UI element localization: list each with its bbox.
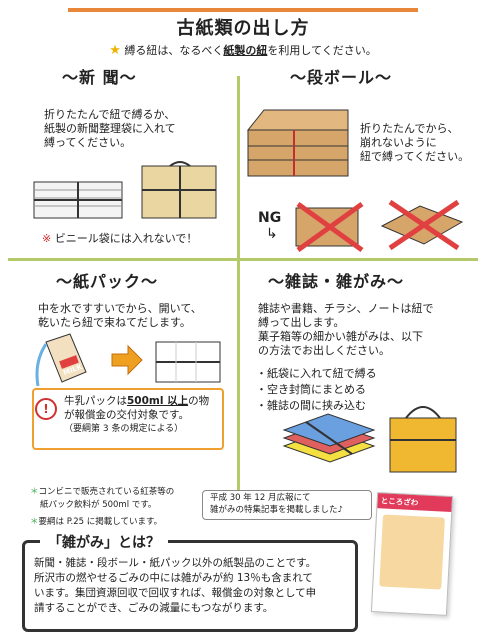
zatsugami-line: 新聞・雑誌・段ボール・紙パック以外の紙製品のことです。 [34, 557, 317, 569]
magazine-cover-image: ところざわ [370, 492, 454, 616]
carton-line: 中を水ですすいでから、開いて、 [38, 302, 202, 315]
page-title: 古紙類の出し方 [176, 18, 310, 39]
note-mark: ＊ [30, 487, 39, 497]
cardboard-line: 紐で縛ってください。 [360, 150, 470, 163]
loose-cardboard-icon [295, 201, 364, 252]
star-icon: ★ [109, 43, 121, 58]
paper-bag-icon [389, 406, 457, 473]
newspaper-text: 折りたたんで紐で縛るか、 紙製の新聞整理袋に入れて 縛ってください。 [44, 108, 234, 150]
exclamation-icon: ! [35, 398, 57, 420]
magazine-bullet: ・空き封筒にまとめる [256, 383, 366, 396]
magazine-cover-title: ところざわ [377, 493, 453, 512]
magazine-text: 雑誌や書籍、チラシ、ノートは紐で 縛って出します。 菓子箱等の細かい雑がみは、以… [258, 302, 480, 358]
carton-illustration [35, 333, 221, 387]
cardboard-stack-icon [246, 109, 349, 177]
cover-photo [379, 514, 445, 590]
paper-bag-bundle-icon [141, 161, 217, 219]
milk-carton-icon [35, 333, 87, 387]
cardboard-heading: ～段ボール～ [290, 68, 393, 87]
zatsugami-box [22, 540, 358, 632]
bubble-text: 平成 30 年 12 月広報にて 雑がみの特集記事を掲載しました♪ [210, 492, 370, 516]
magazine-bullet: ・紙袋に入れて紐で縛る [256, 367, 377, 380]
zatsugami-text: 新聞・雑誌・段ボール・紙パック以外の紙製品のことです。 所沢市の燃やせるごみの中… [34, 556, 352, 616]
carton-heading: ～紙パック～ [56, 272, 159, 291]
milk-notice-strong: 500ml 以上 [127, 395, 189, 407]
cardboard-line: 折りたたんでから、 [360, 122, 459, 135]
milk-notice-text: 牛乳パックは500ml 以上の物 が報償金の交付対象です。 （要綱第 3 条の規… [64, 394, 218, 436]
top-accent-bar [68, 8, 418, 12]
bubble-line: 平成 30 年 12 月広報にて [210, 493, 311, 503]
newspaper-note-text: ビニール袋には入れないで！ [54, 232, 198, 245]
carton-note-line: 紙パック飲料が 500ml です。 [40, 500, 157, 510]
magazine-line: 雑誌や書籍、チラシ、ノートは紐で [258, 302, 434, 315]
bubble-line: 雑がみの特集記事を掲載しました♪ [210, 505, 343, 515]
carton-note-2: ＊要綱は P.25 に掲載しています。 [30, 516, 162, 529]
subtitle-post: を利用してください。 [267, 44, 377, 57]
newspaper-bundle-icon [33, 181, 123, 219]
horizontal-divider [8, 258, 478, 261]
vertical-divider [237, 76, 240, 516]
loose-cardboard-icon [380, 199, 464, 251]
carton-note-1: ＊コンビニで販売されている紅茶等の 紙パック飲料が 500ml です。 [30, 486, 230, 512]
zatsugami-heading: 「雑がみ」とは？ [40, 532, 168, 552]
magazine-illustration [282, 406, 457, 473]
ng-arrow-icon: ↳ [266, 226, 278, 242]
zatsugami-line: 請することができ、ごみの減量にもつながります。 [34, 602, 274, 614]
newspaper-line: 紙製の新聞整理袋に入れて [44, 122, 176, 135]
zatsugami-line: います。集団資源回収で回収すれば、報償金の対象として申 [34, 587, 317, 599]
ng-label: NG [258, 210, 282, 226]
carton-bundle-icon [155, 341, 221, 383]
magazine-heading: ～雑誌・雑がみ～ [268, 272, 405, 291]
cardboard-line: 崩れないように [360, 136, 437, 149]
arrow-right-icon [111, 344, 143, 376]
subtitle: ★ 縛る紐は、なるべく紙製の紐を利用してください。 [0, 42, 486, 58]
magazine-line: 菓子箱等の細かい雑がみは、以下 [258, 330, 423, 343]
warning-mark: ※ [42, 232, 52, 245]
notice-bubble [202, 490, 372, 520]
newspaper-line: 折りたたんで紐で縛るか、 [44, 108, 176, 121]
note-mark: ＊ [30, 517, 39, 527]
cardboard-text: 折りたたんでから、 崩れないように 紐で縛ってください。 [360, 122, 480, 164]
magazine-stack-icon [282, 413, 376, 463]
carton-note-text: 要綱は P.25 に掲載しています。 [38, 517, 163, 527]
newspaper-illustration [33, 161, 217, 219]
carton-line: 乾いたら紐で束ねてだします。 [38, 316, 191, 329]
magazine-line: の方法でお出しください。 [258, 344, 390, 357]
magazine-bullet: ・雑誌の間に挟み込む [256, 399, 366, 412]
newspaper-heading: ～新 聞～ [62, 68, 137, 87]
milk-notice-line: が報償金の交付対象です。 [64, 409, 189, 421]
ng-illustration [295, 199, 464, 252]
newspaper-note: ※ ビニール袋には入れないで！ [42, 232, 197, 246]
milk-notice-line: （要綱第 3 条の規定による） [64, 424, 184, 434]
milk-carton-notice [32, 388, 224, 450]
subtitle-pre: 縛る紐は、なるべく [124, 44, 224, 57]
carton-note-line: コンビニで販売されている紅茶等の [38, 487, 175, 497]
magazine-line: 縛って出します。 [258, 316, 345, 329]
zatsugami-line: 所沢市の燃やせるごみの中には雑がみが約 13％も含まれて [34, 572, 313, 584]
newspaper-line: 縛ってください。 [44, 136, 132, 149]
milk-notice-pre: 牛乳パックは [64, 395, 127, 407]
carton-text: 中を水ですすいでから、開いて、 乾いたら紐で束ねてだします。 [38, 302, 233, 330]
milk-notice-line: 牛乳パックは500ml 以上の物 [64, 394, 218, 408]
milk-notice-post: の物 [188, 395, 210, 407]
subtitle-strong: 紙製の紐 [223, 44, 268, 57]
magazine-bullets: ・紙袋に入れて紐で縛る ・空き封筒にまとめる ・雑誌の間に挟み込む [256, 366, 456, 414]
